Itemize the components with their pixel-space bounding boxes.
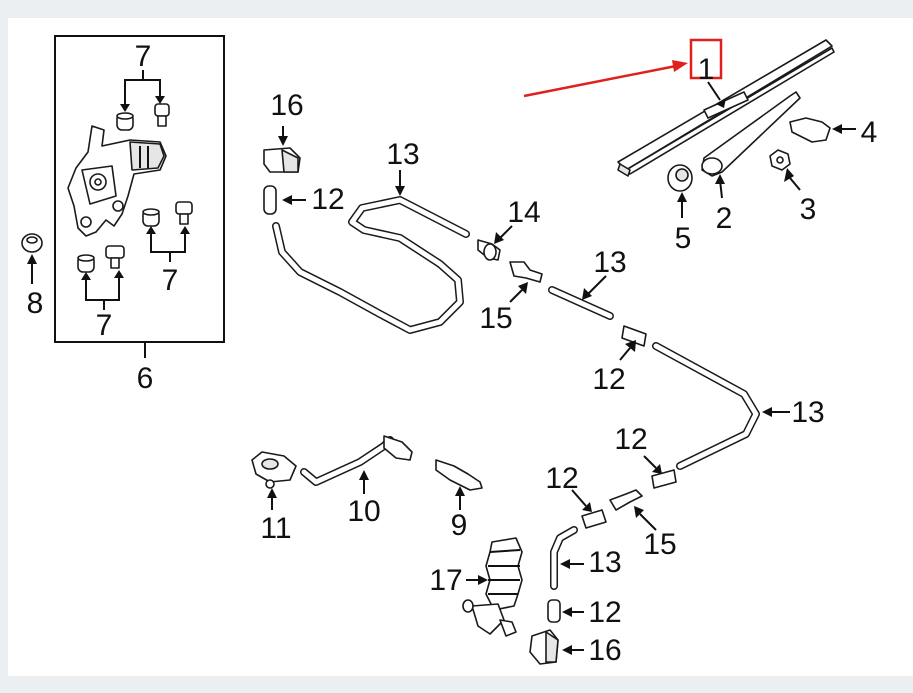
callout-c16a: 16 [270,89,303,122]
callout-c12a: 12 [311,183,344,216]
callout-c4: 4 [861,116,878,149]
callout-c7b: 7 [162,264,179,297]
wiper-arm [701,91,801,199]
elbow-connector-bottom [529,629,584,665]
sleeve-12-lower [571,489,607,529]
bolt-mid-right [175,201,193,225]
arm-nut [769,149,801,191]
callout-c13d: 13 [588,546,621,579]
callout-c10: 10 [347,495,380,528]
sleeve-12-right [643,455,677,489]
callout-c3: 3 [800,193,817,226]
callout-c12c: 12 [614,423,647,456]
callout-c14: 14 [507,196,540,229]
motor-assembly-box [54,35,225,358]
callout-c5: 5 [675,222,692,255]
callout-c11: 11 [260,512,291,545]
sleeve-12-mid [619,325,647,361]
leader-lines-7 [81,70,190,310]
hose-13-long [652,342,790,470]
connector-15-top [509,261,543,303]
callout-c15a: 15 [479,302,512,335]
connector-15-bottom [609,489,657,531]
grommet-mid-left [142,208,160,227]
callout-c7c: 7 [96,309,113,342]
callout-c12b: 12 [592,363,625,396]
callout-c13b: 13 [593,246,626,279]
hose-13-mid [548,275,614,320]
hose-loop [272,170,470,334]
sleeve-12-bottom [547,599,584,623]
callout-c13a: 13 [386,138,419,171]
nozzle-10 [300,435,413,494]
arm-clip [789,117,856,143]
callout-c15b: 15 [643,528,676,561]
callout-c16b: 16 [588,634,621,667]
callout-c8: 8 [27,287,44,320]
sleeve-12-top [263,185,306,215]
grommet-top-left [116,112,134,131]
bolt-bottom-right [105,245,125,269]
connector-14 [477,225,513,261]
callout-c6: 6 [137,362,154,395]
elbow-connector-top [263,126,301,173]
nut-8 [21,233,43,284]
arm-cap [667,164,693,218]
nozzle-housing [251,451,297,510]
callout-c12d: 12 [545,462,578,495]
highlight-marker [523,38,726,108]
callout-c13c: 13 [791,396,824,429]
callout-c17: 17 [429,564,462,597]
wiper-motor [67,125,167,237]
callout-c9: 9 [451,509,468,542]
callout-c7a: 7 [135,40,152,73]
washer-pump [462,537,523,637]
bolt-top-right [154,103,170,127]
grommet-bottom-left [77,254,95,273]
callout-c2: 2 [716,202,733,235]
wiper-blade [617,39,835,177]
callout-c1: 1 [698,53,715,86]
callout-c12e: 12 [588,596,621,629]
hose-13-bottom [550,526,584,590]
jet-9 [435,459,483,510]
